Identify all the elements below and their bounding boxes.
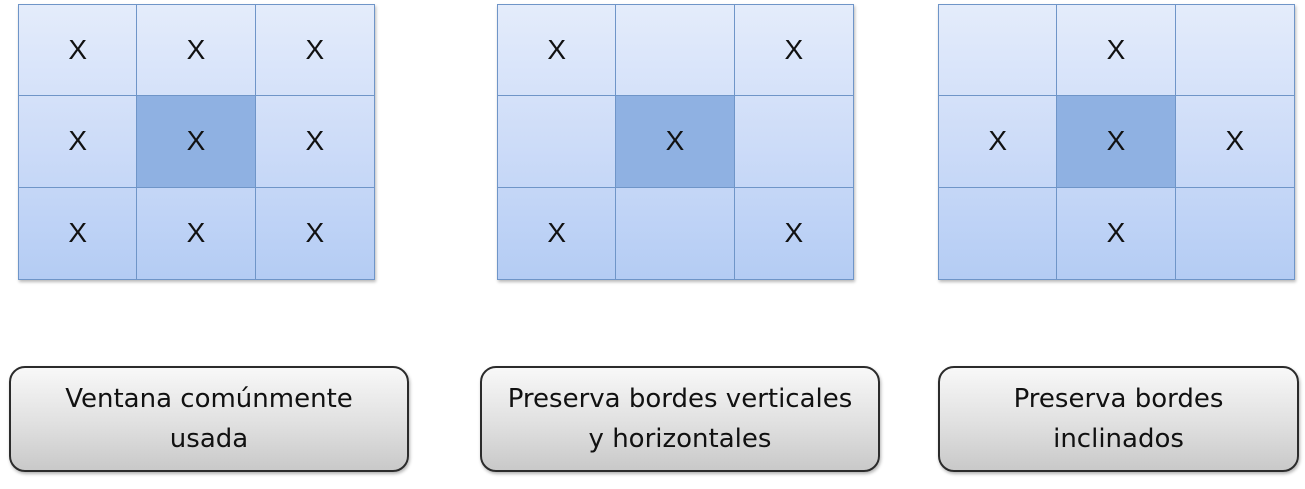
grid-cell: X <box>137 187 256 279</box>
window-grid-cross: X X X X X <box>938 4 1295 280</box>
grid-cell: X <box>1057 5 1176 97</box>
grid-cell: X <box>734 5 853 97</box>
grid-cell <box>498 96 617 188</box>
grid-cell: X <box>19 187 138 279</box>
grid-cell <box>734 96 853 188</box>
grid-cell <box>939 5 1058 97</box>
caption-line: Preserva bordes verticales <box>507 384 853 414</box>
grid-cell: X <box>498 187 617 279</box>
caption-line: usada <box>169 424 249 454</box>
caption-box-diagonal: Preserva bordes verticales y horizontale… <box>480 366 880 472</box>
grid-cell: X <box>255 96 374 188</box>
grid-cell: X <box>939 96 1058 188</box>
grid-cell: X <box>19 5 138 97</box>
grid-cell: X <box>1175 96 1294 188</box>
grid-cell: X <box>1057 187 1176 279</box>
window-grid-diagonal: X X X X X <box>497 4 854 280</box>
caption-line: Preserva bordes <box>1013 384 1224 414</box>
grid-center-cell: X <box>616 96 735 188</box>
window-grid-common: X X X X X X X X X <box>18 4 375 280</box>
caption-line: inclinados <box>1053 424 1184 454</box>
grid-cell <box>1176 188 1294 279</box>
grid-cell <box>939 187 1058 279</box>
grid-cell: X <box>255 5 374 97</box>
caption-line: y horizontales <box>588 424 772 454</box>
grid-cell: X <box>305 217 325 249</box>
grid-center-cell: X <box>1057 96 1176 188</box>
caption-box-common: Ventana comúnmente usada <box>9 366 409 472</box>
caption-line: Ventana comúnmente <box>65 384 353 414</box>
grid-cell <box>1175 5 1294 97</box>
grid-cell <box>616 187 735 279</box>
grid-cell: X <box>137 5 256 97</box>
grid-cell: X <box>19 96 138 188</box>
grid-center-cell: X <box>137 96 256 188</box>
grid-cell <box>616 5 735 97</box>
grid-cell: X <box>498 5 617 97</box>
caption-box-cross: Preserva bordes inclinados <box>938 366 1299 472</box>
grid-cell: X <box>784 217 804 249</box>
